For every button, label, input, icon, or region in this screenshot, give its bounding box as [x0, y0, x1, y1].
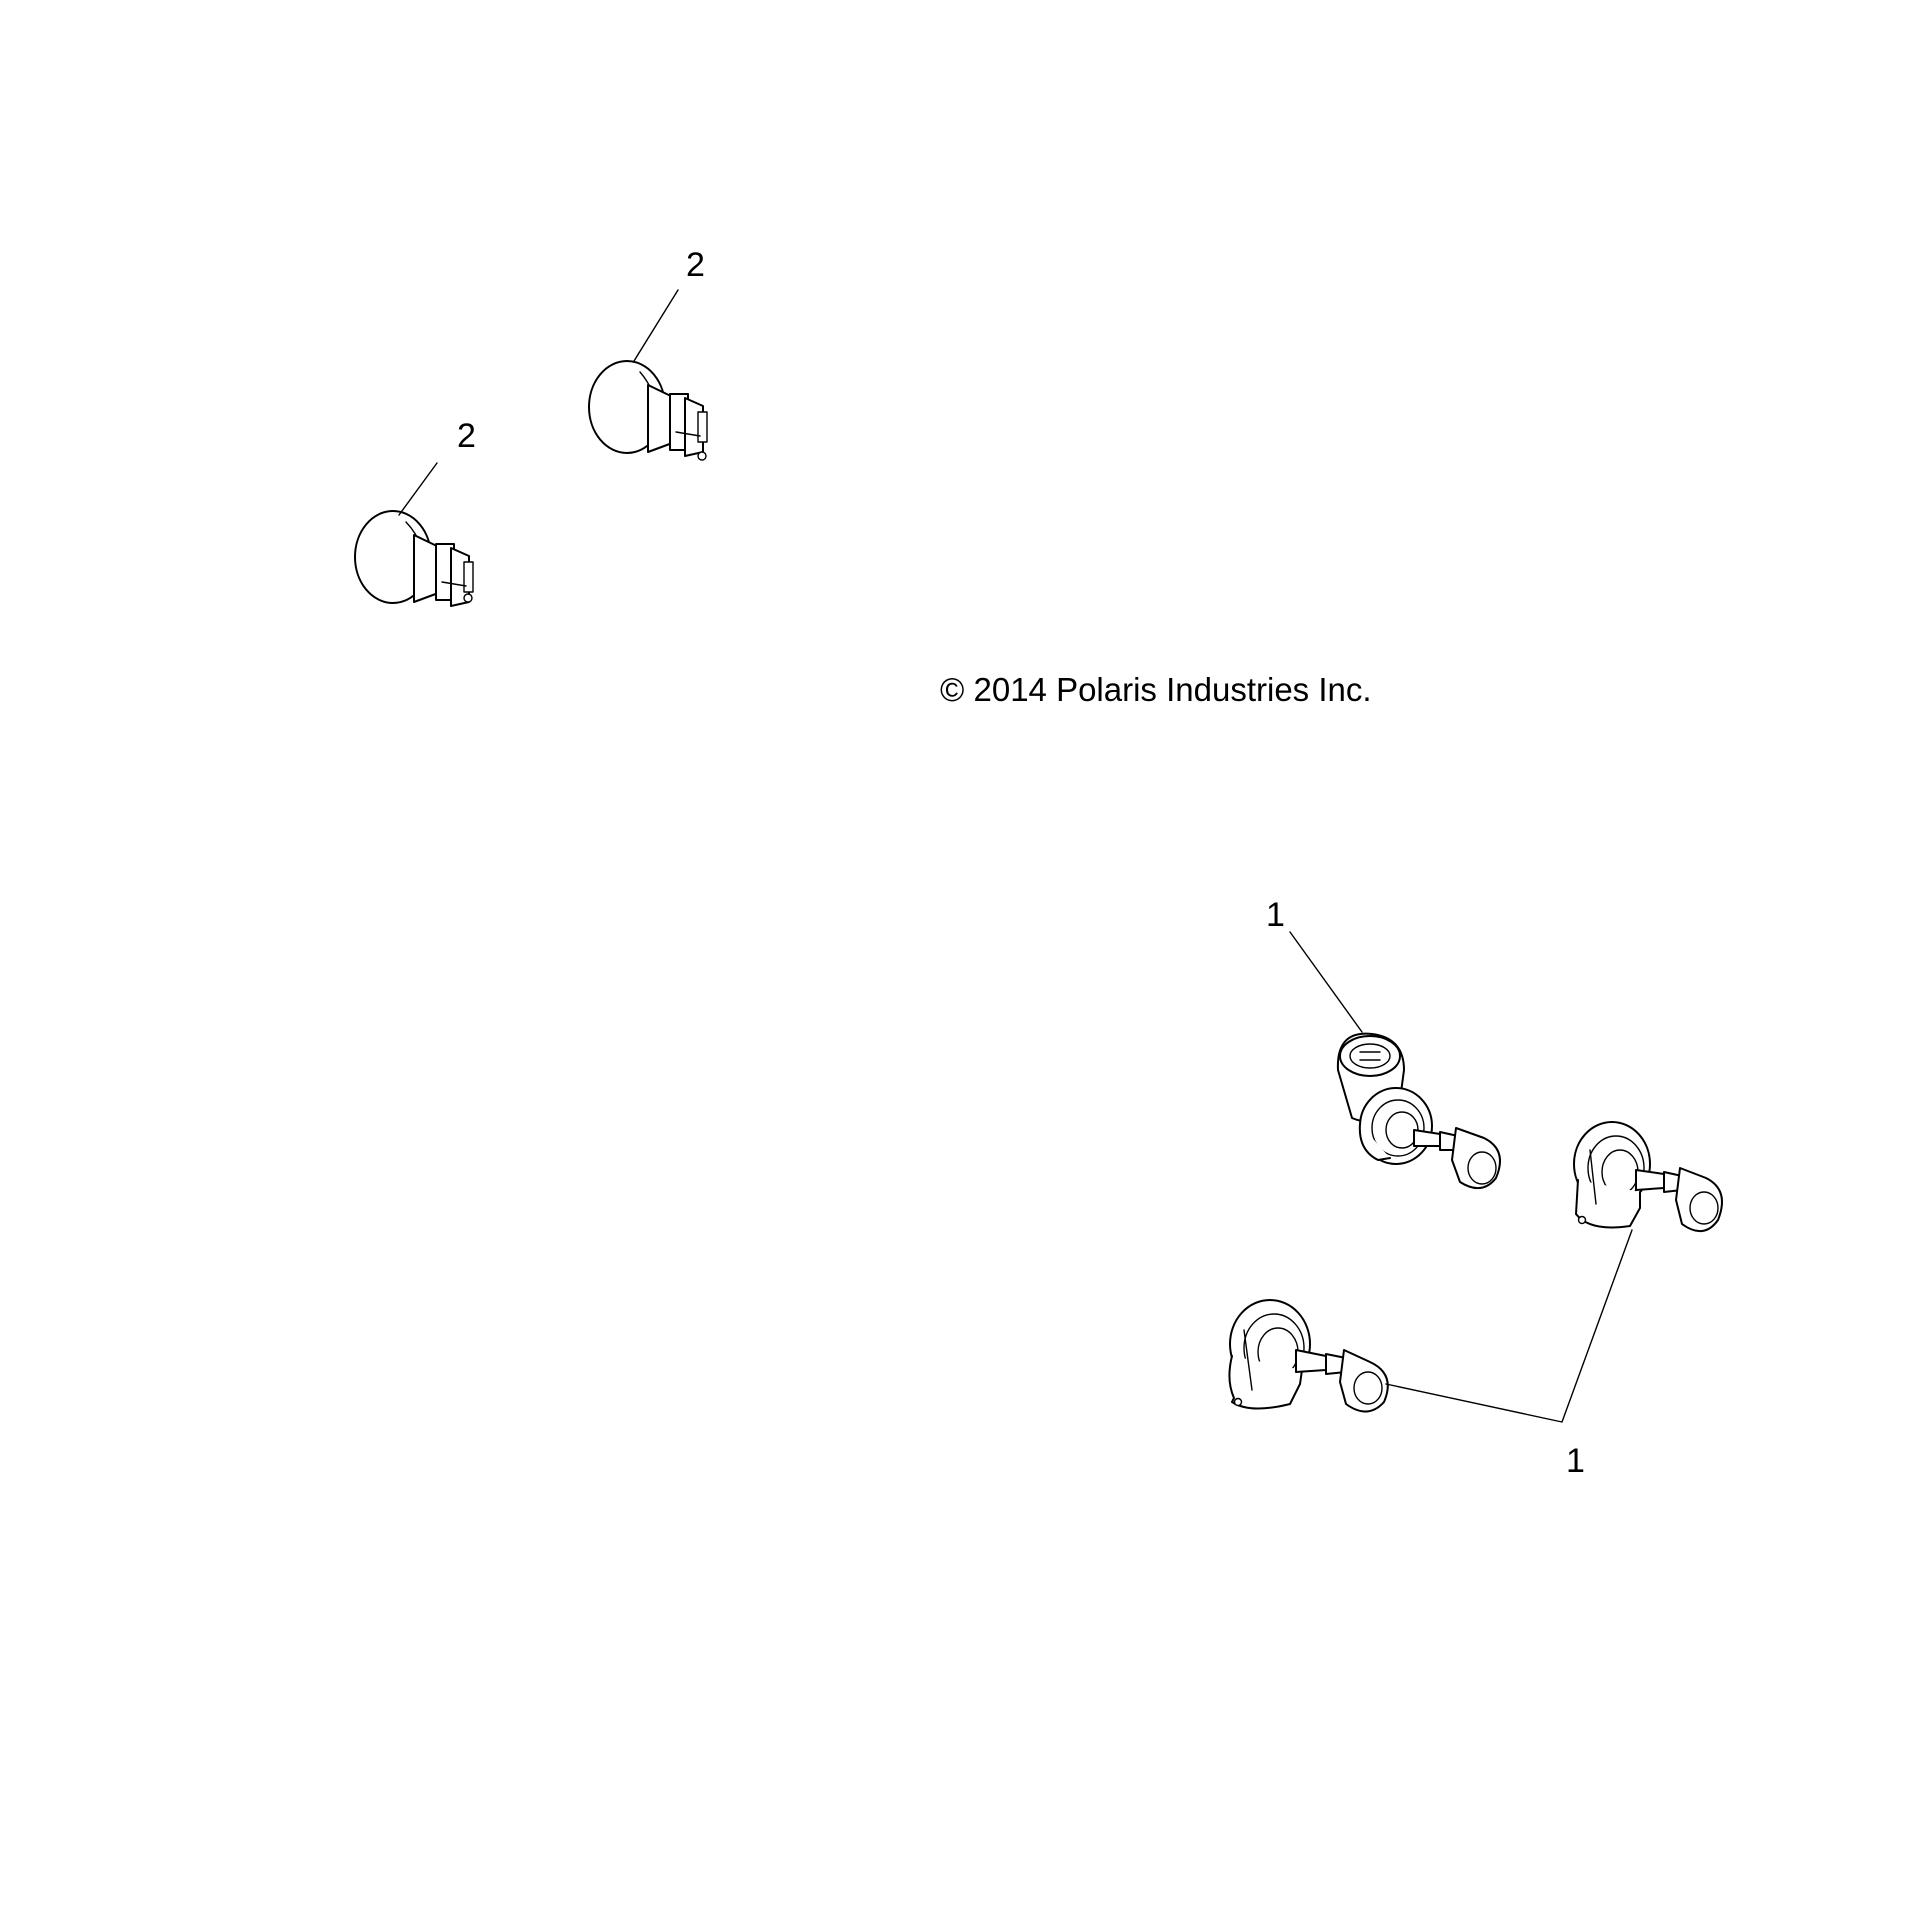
halogen-bulb-lower[interactable] [1228, 1299, 1389, 1413]
halogen-bulb-right[interactable] [1573, 1121, 1723, 1232]
wedge-bulb-lower[interactable] [354, 510, 474, 607]
halogen-bulb-upper[interactable] [1336, 1032, 1501, 1189]
leader-line-halogen-lower [1385, 1229, 1633, 1423]
callout-label: 2 [686, 246, 705, 284]
callout-label: 2 [457, 417, 476, 455]
leader-line-wedge-upper [633, 289, 679, 362]
copyright-text: © 2014 Polaris Industries Inc. [940, 671, 1372, 708]
leader-line-wedge-lower [398, 462, 438, 516]
wedge-bulb-upper[interactable] [588, 360, 708, 461]
leader-line-halogen-upper [1289, 931, 1363, 1033]
callout-label: 1 [1566, 1442, 1585, 1480]
callout-label: 1 [1266, 896, 1285, 934]
